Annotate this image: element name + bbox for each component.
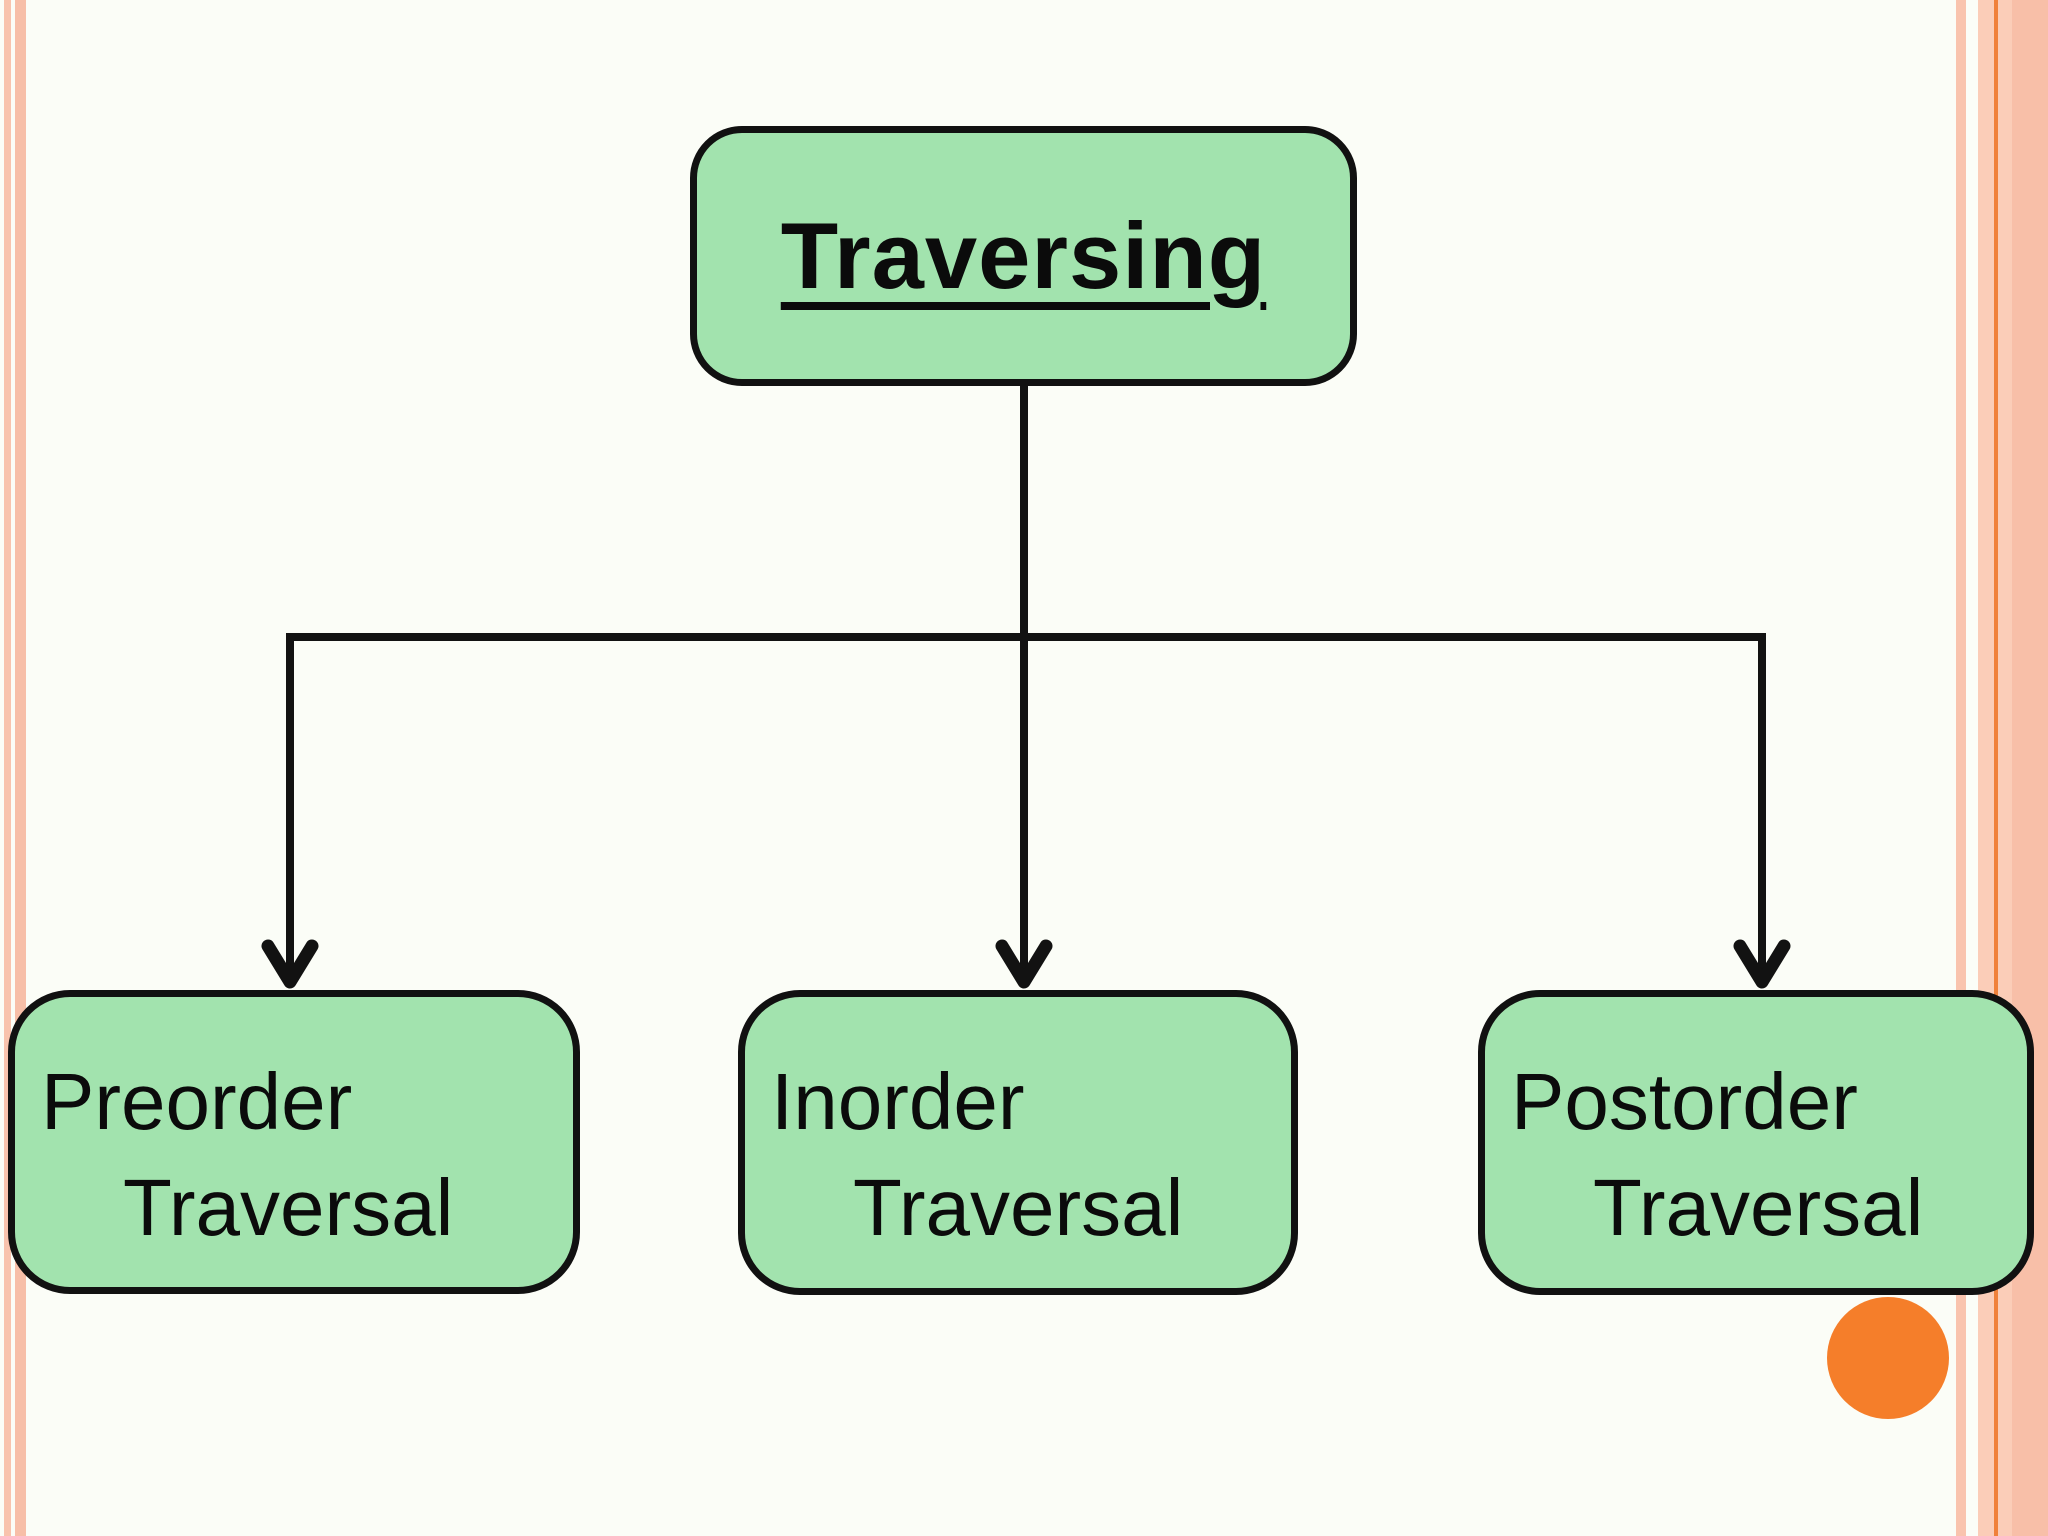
node-preorder-label-line1: Preorder <box>41 1057 353 1146</box>
right-border-accent-line <box>1994 0 1998 1536</box>
orange-circle-decoration <box>1827 1297 1949 1419</box>
right-border-band-deep <box>2012 0 2048 1536</box>
node-postorder-label-line1: Postorder <box>1511 1057 1858 1146</box>
left-border-stripe-outer <box>4 0 11 1536</box>
node-traversing: Traversing <box>690 126 1357 386</box>
node-traversing-label: Traversing <box>780 203 1267 308</box>
left-border-stripe-inner <box>15 0 26 1536</box>
arrow-down-icon <box>1733 939 1791 989</box>
node-preorder-traversal: Preorder Traversal <box>8 990 580 1294</box>
arrow-down-icon <box>995 939 1053 989</box>
node-postorder-label-line2: Traversal <box>1593 1163 1924 1252</box>
node-inorder-label-line2: Traversal <box>853 1163 1184 1252</box>
node-inorder-label-line1: Inorder <box>771 1057 1025 1146</box>
node-preorder-label-line2: Traversal <box>123 1163 454 1252</box>
node-postorder-traversal: Postorder Traversal <box>1478 990 2034 1295</box>
node-inorder-traversal: Inorder Traversal <box>738 990 1298 1295</box>
arrow-down-icon <box>261 939 319 989</box>
right-border-stripe-thin <box>1956 0 1966 1536</box>
